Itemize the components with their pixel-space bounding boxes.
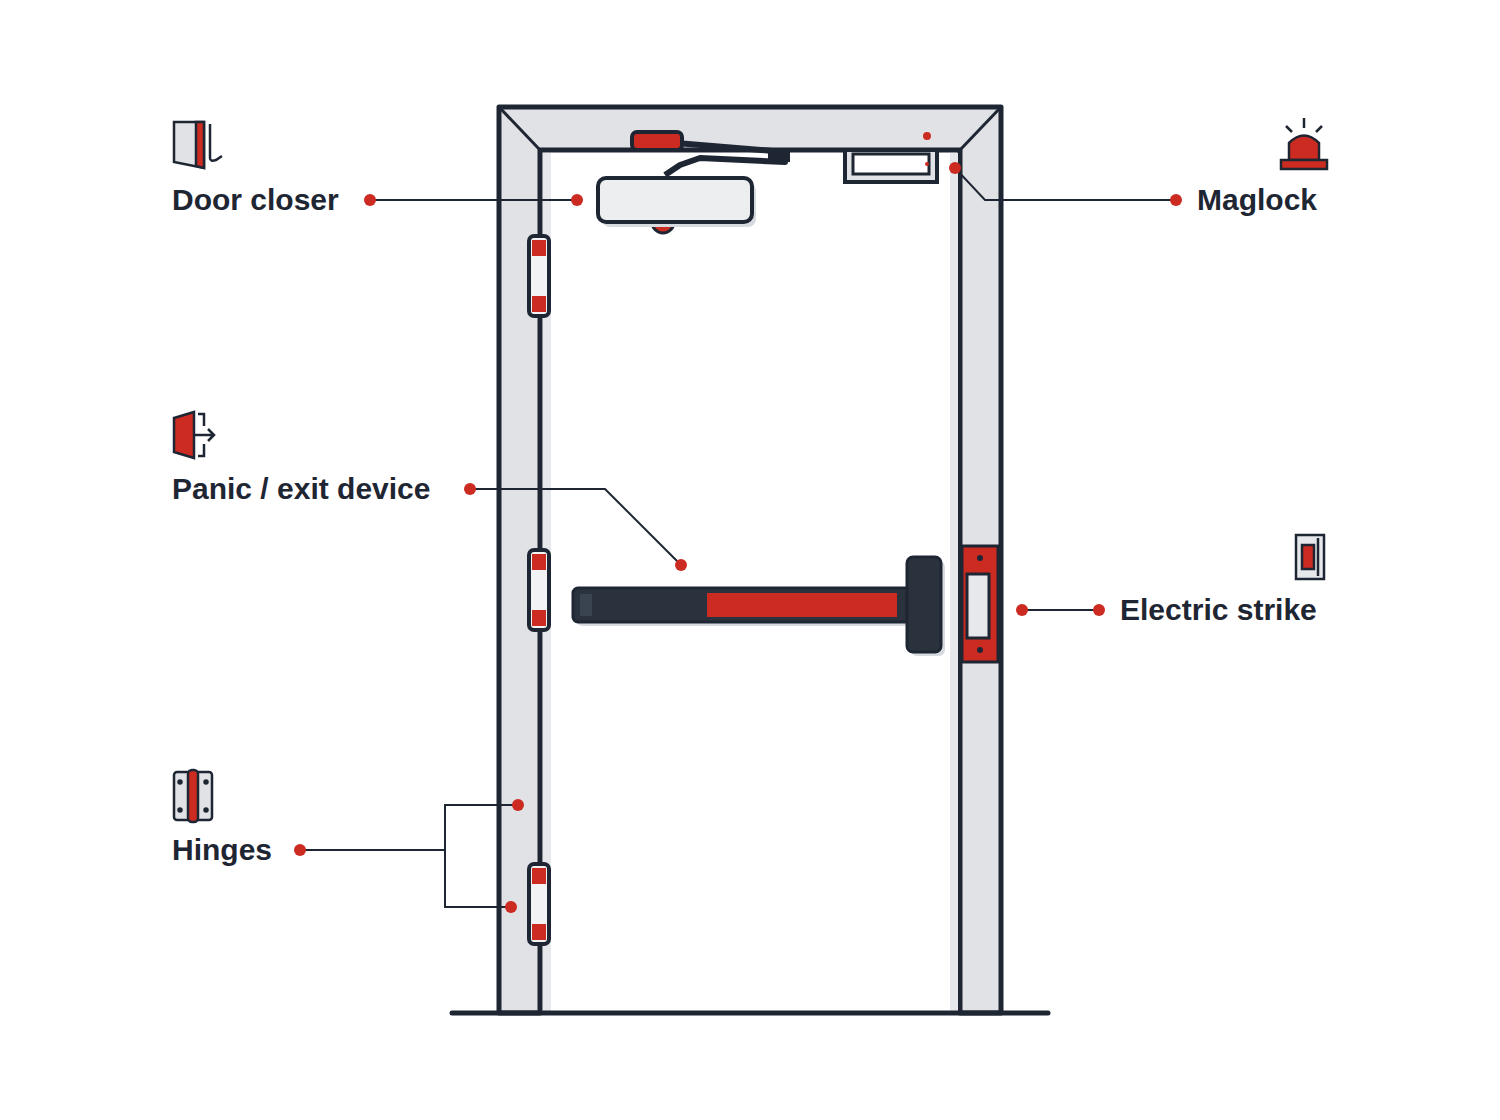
- part-label: Maglock: [1197, 182, 1317, 218]
- exit-icon: [174, 412, 214, 458]
- door-closer-icon: [174, 122, 222, 168]
- siren-icon: [1281, 118, 1327, 169]
- electric-strike-symbol: [962, 546, 998, 662]
- strike-icon: [1296, 535, 1324, 579]
- leader-lines: [300, 168, 1176, 907]
- hinge-icon: [174, 770, 212, 822]
- door-closer-symbol: [598, 132, 790, 233]
- panic-bar-symbol: [573, 557, 945, 656]
- part-label: Panic / exit device: [172, 471, 430, 507]
- hinge-set: [529, 236, 549, 944]
- maglock-symbol: [845, 132, 937, 182]
- door-frame: [452, 107, 1048, 1013]
- part-label: Door closer: [172, 182, 339, 218]
- leader-dots: [294, 162, 1182, 913]
- part-label: Hinges: [172, 832, 272, 868]
- part-label: Electric strike: [1120, 592, 1317, 628]
